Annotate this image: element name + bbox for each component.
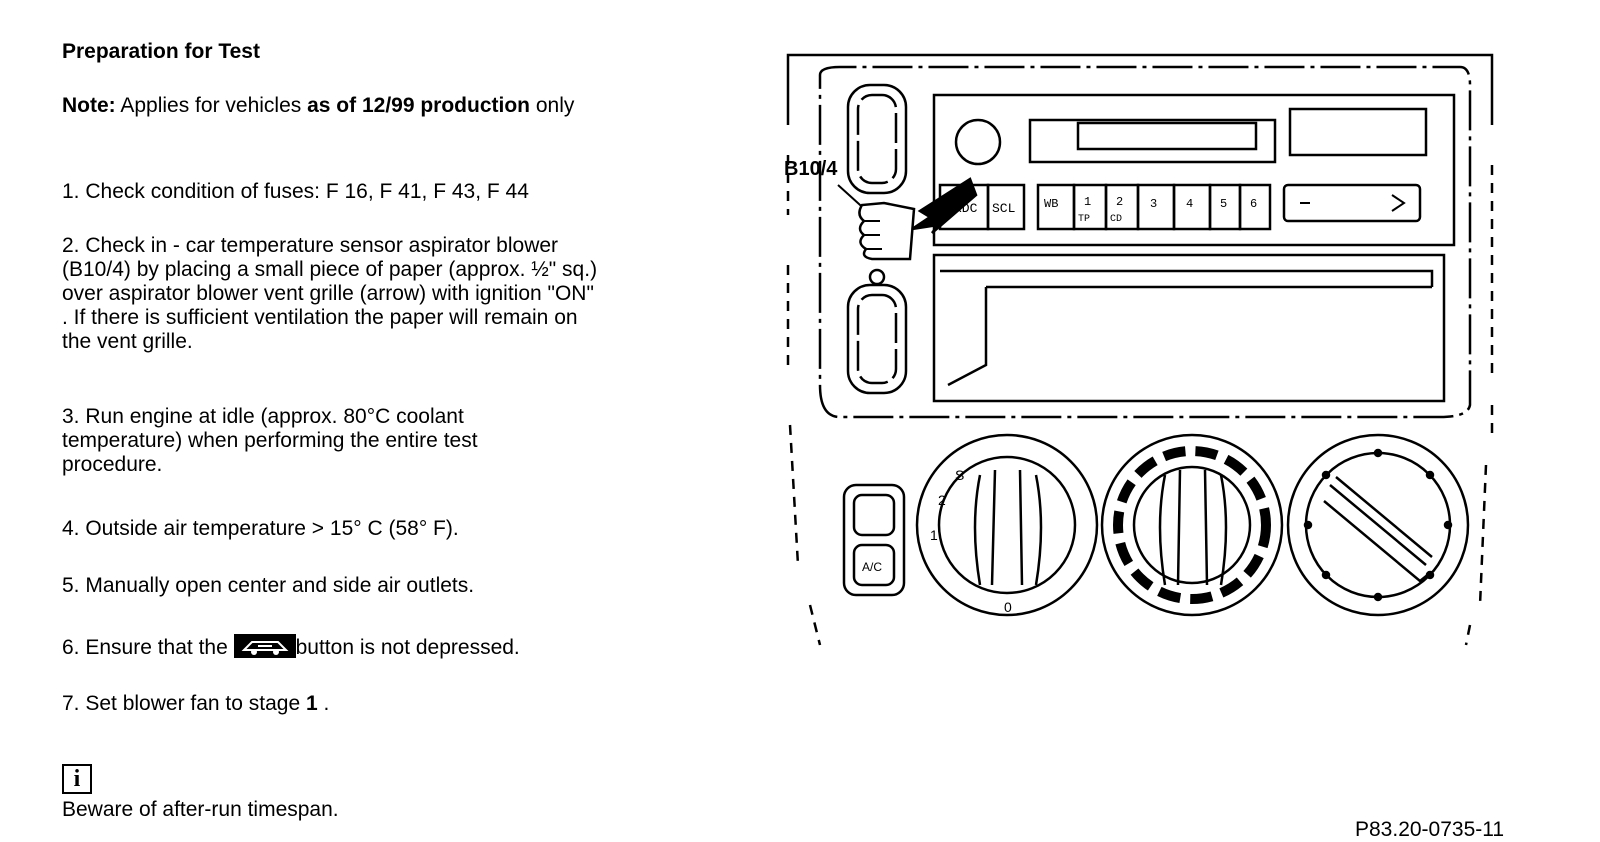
note-bold: as of 12/99 production	[307, 94, 530, 117]
note: Note: Applies for vehicles as of 12/99 p…	[62, 94, 662, 118]
svg-text:6: 6	[1250, 197, 1257, 211]
sensor-grille	[868, 268, 886, 286]
svg-text:WB: WB	[1044, 197, 1058, 211]
step-1: 1. Check condition of fuses: F 16, F 41,…	[62, 180, 529, 203]
dashboard-figure: B10/4 RDC SCL WB 1 TP 2 CD 3 4 5 6 A/C S…	[784, 53, 1494, 646]
info-icon: i	[62, 764, 92, 794]
note-label: Note:	[62, 94, 116, 117]
air-distribution-dial	[1286, 433, 1470, 617]
figure-id: P83.20-0735-11	[1355, 818, 1505, 841]
page-title: Preparation for Test	[62, 40, 260, 63]
svg-text:4: 4	[1186, 197, 1193, 211]
svg-text:SCL: SCL	[992, 201, 1015, 216]
radio-display	[1288, 107, 1428, 157]
vent-upper	[846, 83, 908, 195]
note-text-end: only	[530, 94, 575, 117]
cassette-slot	[1076, 121, 1258, 151]
svg-text:2: 2	[938, 492, 946, 508]
temperature-dial	[1100, 433, 1284, 617]
vent-lower	[846, 283, 908, 395]
ac-button-panel	[842, 483, 906, 597]
step-3: 3. Run engine at idle (approx. 80°C cool…	[62, 405, 478, 476]
info-text: Beware of after-run timespan.	[62, 798, 339, 821]
step-4: 4. Outside air temperature > 15° C (58° …	[62, 517, 459, 540]
step-5: 5. Manually open center and side air out…	[62, 574, 475, 597]
center-bezel	[818, 65, 1472, 419]
ac-label: A/C	[862, 560, 882, 574]
step-7-stage: 1	[305, 692, 318, 715]
tuning-rocker	[1282, 183, 1422, 223]
svg-text:2: 2	[1116, 195, 1123, 209]
recirculation-button-icon	[233, 634, 296, 658]
dash-outline-top	[786, 53, 1494, 125]
step-6: 6. Ensure that the button is not depress…	[62, 634, 622, 660]
svg-text:RDC: RDC	[954, 201, 978, 216]
step-2: 2. Check in - car temperature sensor asp…	[62, 234, 598, 353]
step-7-text: 7. Set blower fan to stage	[62, 692, 306, 715]
svg-text:TP: TP	[1078, 214, 1090, 225]
dash-outline-left	[786, 155, 822, 646]
svg-text:5: 5	[1220, 197, 1227, 211]
vent-arrow	[911, 177, 978, 234]
fan-speed-dial	[915, 433, 1099, 617]
svg-text:S: S	[955, 467, 964, 483]
svg-text:CD: CD	[1110, 214, 1122, 225]
radio-knob	[954, 118, 1002, 166]
step-7: 7. Set blower fan to stage 1 .	[62, 692, 622, 716]
svg-text:0: 0	[1004, 599, 1012, 615]
step-7-end: .	[317, 692, 330, 715]
svg-text:1: 1	[1084, 195, 1091, 209]
step-6-text: 6. Ensure that the	[62, 636, 234, 659]
step-6-text-end: button is not depressed.	[295, 636, 520, 659]
radio-unit	[932, 93, 1456, 247]
note-text: Applies for vehicles	[115, 94, 308, 117]
callout-label: B10/4	[784, 158, 838, 180]
storage-tray	[932, 253, 1446, 403]
svg-text:1: 1	[930, 527, 938, 543]
svg-text:3: 3	[1150, 197, 1157, 211]
hand-illustration	[858, 201, 916, 261]
